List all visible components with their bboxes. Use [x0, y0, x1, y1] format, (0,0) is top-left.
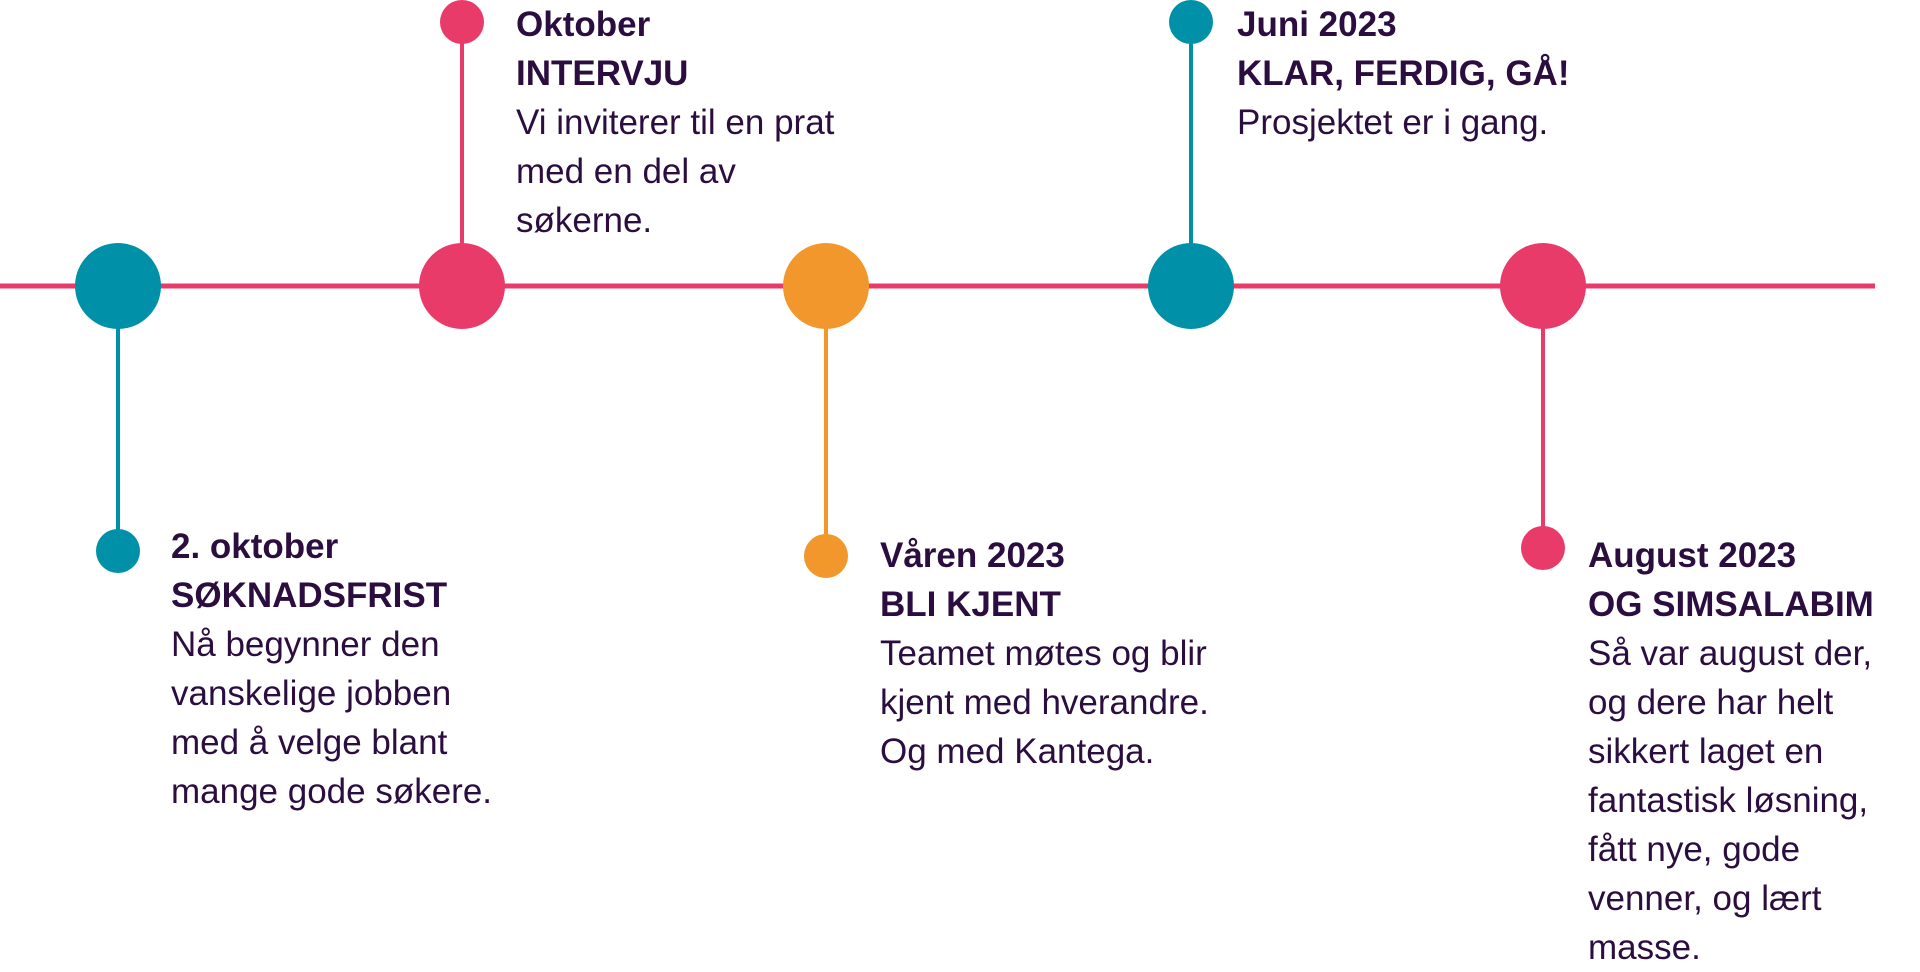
- timeline-graphic: [0, 0, 1875, 578]
- event-1-date: 2. oktober: [171, 527, 339, 566]
- event-2-node: [419, 243, 505, 329]
- event-5-heading: OG SIMSALABIM: [1588, 585, 1874, 624]
- event-1-node: [75, 243, 161, 329]
- event-4-text: Juni 2023 KLAR, FERDIG, GÅ! Prosjektet e…: [1237, 0, 1637, 147]
- event-5-date: August 2023: [1588, 536, 1797, 575]
- event-3-heading: BLI KJENT: [880, 585, 1061, 624]
- event-2-heading: INTERVJU: [516, 54, 689, 93]
- event-3-marker: [804, 534, 848, 578]
- event-2-description: Vi inviterer til en prat med en del av s…: [516, 103, 835, 240]
- event-4-date: Juni 2023: [1237, 5, 1397, 44]
- event-2-marker: [440, 0, 484, 44]
- event-3-text: Våren 2023 BLI KJENT Teamet møtes og bli…: [880, 531, 1220, 776]
- event-5-marker: [1521, 526, 1565, 570]
- event-1-marker: [96, 529, 140, 573]
- event-1-description: Nå begynner den vanskelige jobben med å …: [171, 625, 493, 811]
- event-3-node: [783, 243, 869, 329]
- event-4-node: [1148, 243, 1234, 329]
- event-2-text: Oktober INTERVJU Vi inviterer til en pra…: [516, 0, 856, 245]
- event-5-description: Så var august der, og dere har helt sikk…: [1588, 634, 1873, 967]
- event-4-heading: KLAR, FERDIG, GÅ!: [1237, 54, 1570, 93]
- event-5-text: August 2023 OG SIMSALABIM Så var august …: [1588, 531, 1920, 972]
- event-1-heading: SØKNADSFRIST: [171, 576, 448, 615]
- event-3-description: Teamet møtes og blir kjent med hverandre…: [880, 634, 1209, 771]
- event-3-date: Våren 2023: [880, 536, 1065, 575]
- event-4-description: Prosjektet er i gang.: [1237, 103, 1549, 142]
- event-1-text: 2. oktober SØKNADSFRIST Nå begynner den …: [171, 522, 511, 816]
- event-2-date: Oktober: [516, 5, 651, 44]
- event-5-node: [1500, 243, 1586, 329]
- event-4-marker: [1169, 0, 1213, 44]
